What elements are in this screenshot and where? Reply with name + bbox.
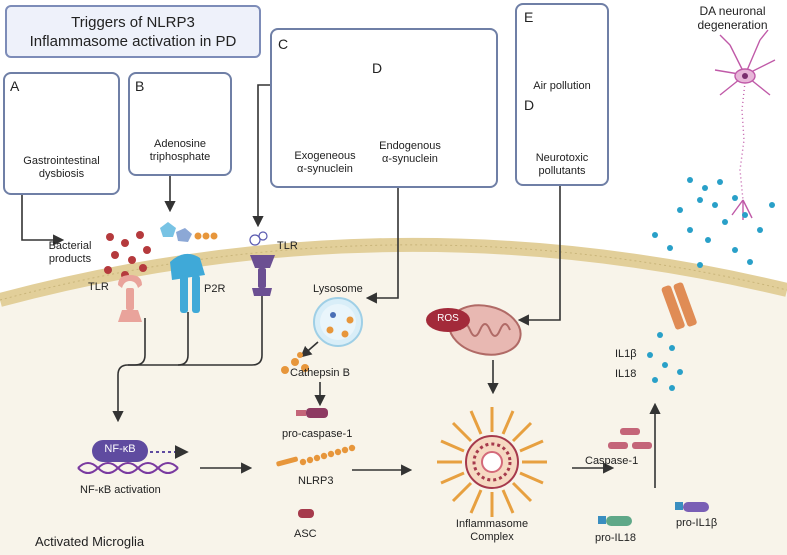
pro-il18-label: pro-IL18 — [595, 532, 636, 544]
panel-b-label: Adenosine triphosphate — [128, 138, 232, 164]
panel-a-letter: A — [10, 78, 20, 94]
arrow-exo-to-tlr — [252, 84, 270, 228]
panel-c-label: Exogeneous α-synuclein — [290, 150, 360, 176]
panel-c-line1: Exogeneous — [294, 150, 356, 162]
panel-c-letter: C — [278, 36, 289, 52]
bacterial-products-label: Bacterial products — [40, 240, 100, 266]
panel-d-tox-line1: Neurotoxic — [535, 152, 589, 164]
pro-il18-icon — [598, 516, 632, 526]
asc-icon — [298, 509, 314, 518]
panel-b — [128, 72, 232, 176]
ros-badge — [426, 308, 470, 332]
panel-a-label: Gastrointestinal dysbiosis — [3, 155, 120, 181]
panel-d-tox-label: Neurotoxic pollutants — [515, 152, 609, 178]
inflammasome-line2: Complex — [470, 531, 514, 544]
il18-label: IL18 — [615, 368, 637, 380]
arrow-gi-to-bacteria — [21, 195, 65, 246]
p2r-label: P2R — [204, 283, 226, 295]
panel-e-label: Air pollution — [533, 80, 591, 92]
inflammasome-complex-label: Inflammasome Complex — [452, 518, 532, 544]
arrow-tlr-mid-join — [178, 295, 263, 366]
panel-a — [3, 72, 120, 195]
panel-d-syn-label: Endogenous α-synuclein — [374, 140, 446, 166]
panel-a-line1: Gastrointestinal — [23, 155, 100, 167]
panel-d-syn-letter: D — [372, 60, 383, 76]
panel-b-line2: triphosphate — [149, 151, 211, 164]
lysosome-icon — [313, 297, 363, 347]
nfkb-complex-icon — [77, 440, 189, 474]
ros-label: ROS — [437, 313, 459, 324]
nlrp3-icon — [276, 444, 356, 467]
panel-d-syn-line2: α-synuclein — [382, 153, 438, 166]
bacterial-line1: Bacterial — [48, 240, 92, 252]
asc-label: ASC — [294, 528, 317, 540]
nfkb-activation-label: NF-κB activation — [80, 484, 161, 496]
da-line1: DA neuronal — [699, 4, 766, 18]
inflammasome-complex-icon — [437, 407, 547, 517]
figure-title: Triggers of NLRP3 Inflammasome activatio… — [5, 5, 261, 58]
panel-c-line2: α-synuclein — [297, 163, 353, 176]
lysosome-label: Lysosome — [313, 283, 363, 295]
panel-b-letter: B — [135, 78, 145, 94]
arrow-lysosome-to-cathepsin — [300, 341, 319, 358]
cytokine-dots — [647, 177, 775, 391]
bacterial-line2: products — [48, 253, 92, 266]
caspase-1-label: Caspase-1 — [585, 455, 639, 467]
tlr-left-label: TLR — [88, 281, 109, 293]
arrow-endo-to-lysosome — [365, 188, 399, 304]
panel-a-line2: dysbiosis — [38, 168, 85, 181]
panel-b-line1: Adenosine — [154, 138, 206, 150]
cytokine-channel-icon — [661, 282, 697, 330]
arrow-pollutants-to-mito — [517, 186, 561, 326]
da-line2: degeneration — [697, 18, 768, 33]
pro-il1b-label: pro-IL1β — [676, 517, 718, 529]
pro-il1b-icon — [675, 502, 709, 512]
caspase-1-icon — [608, 428, 652, 449]
inflammasome-line1: Inflammasome — [455, 518, 529, 530]
cell-cytoplasm — [0, 244, 787, 555]
tlr-mid-label: TLR — [277, 240, 298, 252]
panel-d-tox-letter: D — [524, 97, 535, 113]
atp-molecule-icon — [160, 222, 218, 242]
da-neuronal-label: DA neuronal degeneration — [680, 4, 785, 33]
cathepsin-b-label: Cathepsin B — [290, 367, 350, 379]
nlrp3-label: NLRP3 — [298, 475, 334, 487]
membrane-inner-line — [0, 244, 787, 301]
cathepsin-b-icon — [281, 352, 309, 374]
bacterial-products-icon — [104, 231, 151, 279]
title-line2: Inflammasome activation in PD — [29, 33, 237, 50]
tlr-receptor-mid-icon — [249, 231, 275, 296]
panel-d-syn-line1: Endogenous — [379, 140, 441, 152]
activated-microglia-label: Activated Microglia — [35, 534, 145, 549]
p2r-receptor-icon — [170, 253, 205, 313]
panel-e — [515, 3, 609, 186]
pro-caspase-1-label: pro-caspase-1 — [282, 428, 353, 440]
title-line1: Triggers of NLRP3 — [71, 14, 195, 31]
panel-d-tox-line2: pollutants — [538, 165, 586, 178]
nfkb-label: NF-κB — [104, 443, 136, 455]
pro-caspase-1-icon — [296, 408, 328, 418]
neuron-icon — [714, 29, 776, 220]
panel-e-letter: E — [524, 9, 534, 25]
il1b-label: IL1β — [615, 348, 637, 360]
tlr-receptor-left-icon — [118, 275, 142, 322]
panel-cd — [270, 28, 498, 188]
